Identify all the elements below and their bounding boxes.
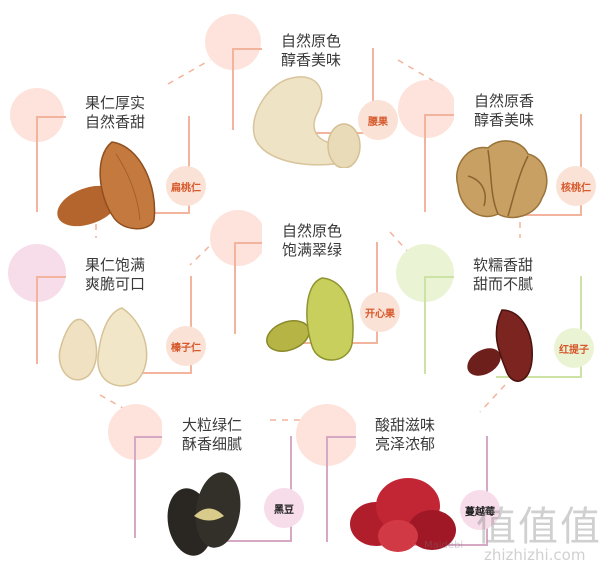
watermark-small: Maidebl: [424, 540, 464, 551]
watermark-url: zhizhizhi.com: [484, 546, 586, 564]
card-title: 自然原香 醇香美味: [454, 92, 554, 130]
hazelnut-image: [58, 307, 148, 387]
decor-blob: [210, 210, 266, 266]
tag-raisin: 红提子: [554, 328, 594, 368]
watermark-logo: 值值值: [476, 504, 602, 550]
walnut-image: [456, 140, 548, 219]
tag-hazelnut: 榛子仁: [166, 326, 206, 366]
tag-blackbean: 黑豆: [264, 488, 304, 528]
almond-image: [57, 141, 156, 230]
pistachio-image: [266, 277, 354, 361]
card-frame: [110, 276, 192, 374]
cranberry-image: [350, 478, 456, 552]
card-frame: [496, 276, 582, 378]
card-title: 果仁厚实 自然香甜: [66, 94, 164, 132]
card-title: 大粒绿仁 酥香细腻: [162, 416, 262, 454]
card-title: 自然原色 饱满翠绿: [262, 222, 362, 260]
decor-blob: [398, 80, 456, 138]
black-bean-image: [167, 472, 241, 556]
card-frame: [500, 114, 582, 216]
card-title: 自然原色 醇香美味: [262, 32, 360, 70]
tag-cranberry: 蔓越莓: [460, 490, 500, 530]
card-title: 软糯香甜 甜而不腻: [454, 256, 552, 294]
cashew-nut-image: [252, 76, 361, 168]
tag-cashew: 腰果: [358, 100, 398, 140]
red-raisin-image: [467, 309, 533, 382]
tag-walnut: 核桃仁: [556, 166, 596, 206]
card-title: 酸甜滋味 亮泽浓郁: [356, 416, 454, 454]
card-title: 果仁饱满 爽脆可口: [66, 256, 164, 294]
tag-almond: 扁桃仁: [166, 166, 206, 206]
decor-blob: [108, 404, 164, 460]
tag-pistachio: 开心果: [360, 292, 400, 332]
